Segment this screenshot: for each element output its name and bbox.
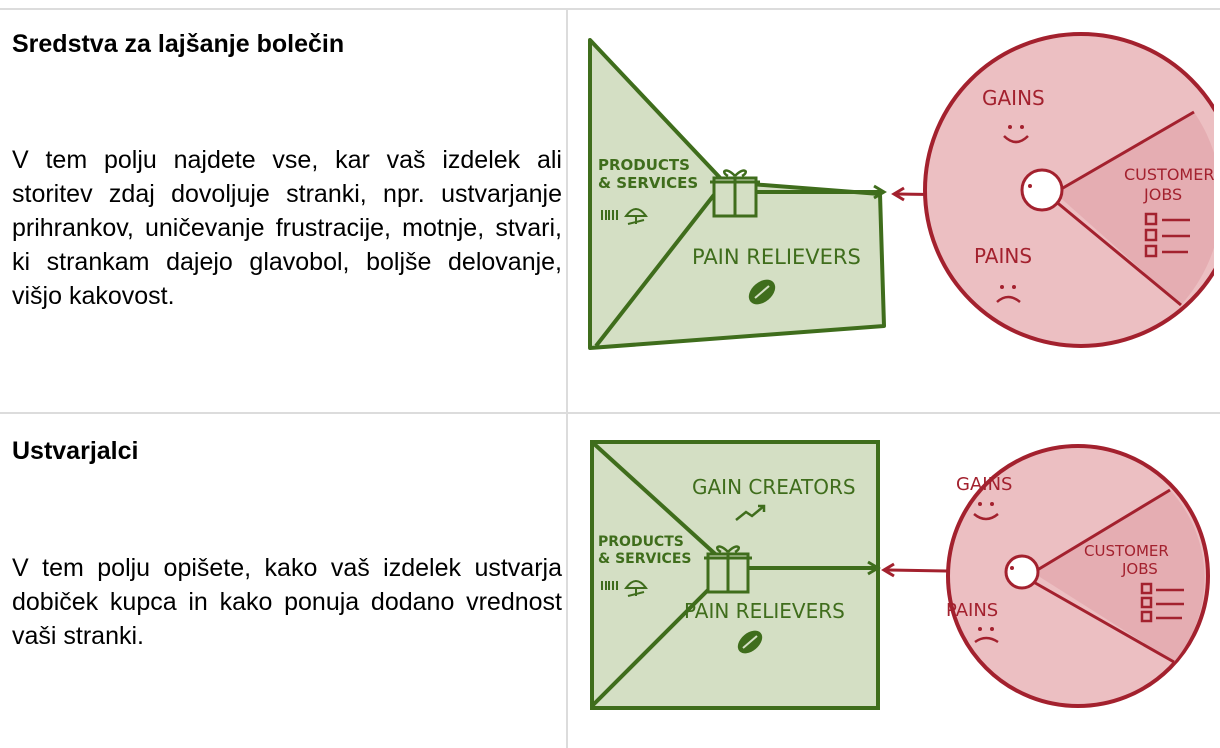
customer-face-icon (1004, 554, 1040, 590)
customer-jobs-label-line2: JOBS (1121, 560, 1158, 578)
service-icon (624, 580, 648, 597)
table-border-top (0, 8, 1220, 10)
table-column-divider (566, 8, 568, 748)
frown-icon (996, 285, 1021, 303)
section-paragraph-gain-creators: V tem polju opišete, kako vaš izdelek us… (12, 554, 562, 650)
pill-icon (737, 630, 763, 654)
gift-icon (710, 169, 760, 218)
customer-jobs-label-line1: CUSTOMER (1124, 165, 1214, 184)
trend-up-icon (735, 504, 766, 521)
barcode-icon (601, 581, 618, 590)
products-label-line1: PRODUCTS (598, 156, 690, 174)
gains-label: GAINS (982, 86, 1045, 110)
gift-icon (704, 545, 752, 594)
checklist-icon (1140, 582, 1184, 623)
products-label-line2: & SERVICES (598, 174, 698, 192)
products-label-line2: & SERVICES (598, 551, 691, 567)
service-icon (624, 208, 648, 225)
pains-label: PAINS (946, 600, 998, 621)
customer-jobs-label-line2: JOBS (1143, 185, 1182, 204)
gains-label: GAINS (956, 474, 1012, 495)
value-proposition-canvas-pain-relievers: PRODUCTS & SERVICES PAIN RELIEVERS GAINS… (584, 30, 1214, 360)
customer-jobs-label-line1: CUSTOMER (1084, 542, 1169, 560)
section-heading-pain-relievers: Sredstva za lajšanje bolečin (12, 30, 345, 58)
value-proposition-canvas-gain-creators: GAIN CREATORS PRODUCTS & SERVICES PAIN R… (584, 438, 1214, 738)
customer-face-icon (1020, 168, 1064, 212)
pain-relievers-label: PAIN RELIEVERS (684, 599, 845, 623)
barcode-icon (601, 210, 618, 220)
smile-icon (973, 502, 999, 521)
smile-icon (1003, 125, 1029, 144)
frown-icon (974, 627, 999, 644)
table-row-divider (0, 412, 1220, 414)
section-heading-gain-creators: Ustvarjalci (12, 437, 139, 465)
pains-label: PAINS (974, 244, 1032, 268)
gain-creators-label: GAIN CREATORS (692, 475, 856, 499)
checklist-icon (1144, 212, 1190, 258)
products-label-line1: PRODUCTS (598, 534, 684, 550)
pill-icon (748, 279, 776, 305)
section-paragraph-pain-relievers: V tem polju najdete vse, kar vaš izdelek… (12, 146, 562, 310)
pain-relievers-label: PAIN RELIEVERS (692, 245, 861, 269)
